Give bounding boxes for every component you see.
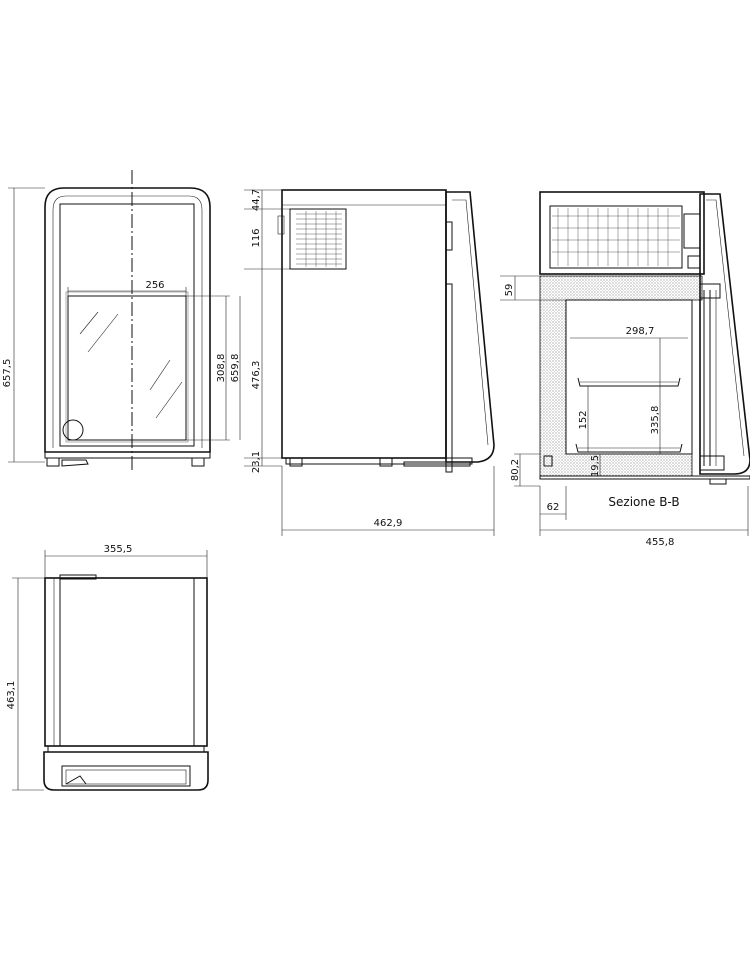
section-view: 59 298,7 152 335,8 80,2 19,5 62 455,8 Se… — [500, 191, 750, 548]
dim-side-body: 476,3 — [251, 361, 262, 390]
dim-section-foot: 62 — [547, 502, 560, 513]
dim-side-vent: 116 — [251, 228, 262, 247]
section-caption: Sezione B-B — [608, 495, 679, 509]
dim-section-inner-height: 335,8 — [650, 406, 661, 435]
dim-inner-height: 659,8 — [230, 354, 241, 383]
dim-side-top: 44,7 — [251, 189, 262, 211]
dim-section-base: 80,2 — [510, 459, 521, 481]
dim-glass-width: 256 — [145, 280, 164, 291]
plan-view: 355,5 463,1 — [6, 544, 209, 791]
dim-front-height: 657,5 — [2, 359, 13, 388]
side-view: 44,7 116 476,3 23,1 462,9 — [244, 189, 495, 536]
dim-side-depth: 462,9 — [374, 518, 403, 529]
dim-glass-height: 308,8 — [216, 354, 227, 383]
dim-side-feet: 23,1 — [251, 451, 262, 473]
dim-plan-depth: 463,1 — [6, 681, 17, 710]
dim-section-top-band: 59 — [504, 284, 515, 297]
dim-section-inner-width: 298,7 — [626, 326, 655, 337]
dim-section-shelf: 152 — [578, 410, 589, 429]
dim-plan-width: 355,5 — [104, 544, 133, 555]
vent-grille — [277, 208, 347, 270]
front-view: 657,5 256 308,8 659,8 — [2, 170, 241, 470]
dim-section-depth: 455,8 — [646, 537, 675, 548]
dim-section-floor: 19,5 — [590, 455, 601, 477]
